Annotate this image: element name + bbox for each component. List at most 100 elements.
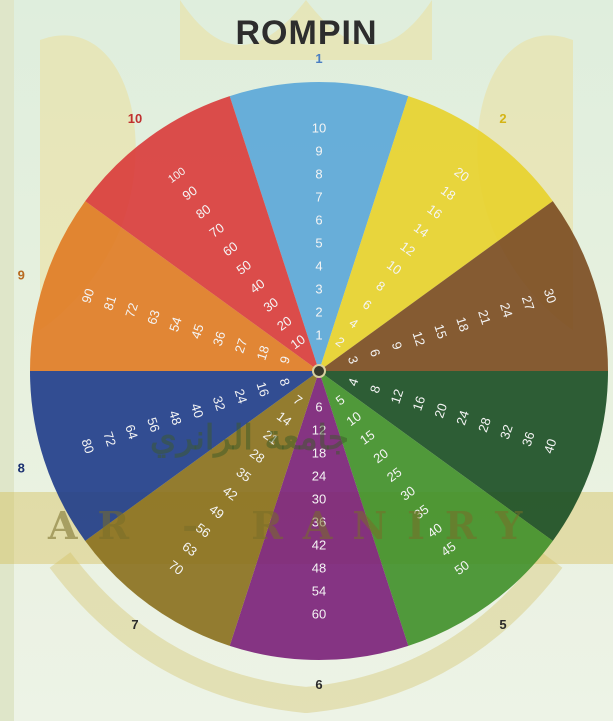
sector-8-value: 80 <box>79 437 98 455</box>
sector-1-value: 2 <box>315 305 322 320</box>
sector-4-value: 4 <box>345 376 362 388</box>
sector-7-value: 56 <box>193 520 214 541</box>
sector-6-value: 12 <box>312 423 326 438</box>
sector-6-value: 6 <box>315 400 322 415</box>
sector-5-value: 10 <box>343 408 364 429</box>
wheel-sector-1 <box>229 81 409 371</box>
sector-9-value: 18 <box>254 344 273 362</box>
sector-10-value: 60 <box>220 238 241 259</box>
sector-7-value: 63 <box>179 539 200 560</box>
sector-7-value: 70 <box>166 557 187 578</box>
sector-1-value: 6 <box>315 213 322 228</box>
sector-10-value: 70 <box>206 220 227 241</box>
sector-3-value: 30 <box>541 287 560 305</box>
sector-8-value: 48 <box>166 409 185 427</box>
sector-2-value: 14 <box>411 220 432 241</box>
sector-1-value: 8 <box>315 167 322 182</box>
sector-1-value: 7 <box>315 190 322 205</box>
sector-2-value: 18 <box>438 183 459 204</box>
sector-9-value: 27 <box>232 337 251 355</box>
sector-label-8: 8 <box>18 461 25 476</box>
sector-4-value: 24 <box>453 409 472 427</box>
sector-10-value: 90 <box>179 183 200 204</box>
watermark-arabic-text: جامعة الرانري <box>150 418 349 458</box>
sector-7-value: 35 <box>234 464 255 485</box>
sector-label-6: 6 <box>315 677 322 692</box>
sector-9-value: 63 <box>144 308 163 326</box>
sector-label-5: 5 <box>499 617 506 632</box>
sector-10-value: 30 <box>261 294 282 315</box>
sector-6-value: 60 <box>312 607 326 622</box>
watermark-latin-text: AR - RANIRY <box>48 503 543 548</box>
sector-4-value: 36 <box>519 430 538 448</box>
sector-3-value: 6 <box>367 347 384 359</box>
sector-label-9: 9 <box>18 267 25 282</box>
sector-3-value: 9 <box>389 340 406 352</box>
sector-6-value: 42 <box>312 538 326 553</box>
sector-9-value: 36 <box>210 329 229 347</box>
sector-1-value: 4 <box>315 259 322 274</box>
sector-label-2: 2 <box>499 111 506 126</box>
sector-4-value: 8 <box>367 383 384 395</box>
sector-6-value: 24 <box>312 469 326 484</box>
sector-10-value: 20 <box>274 313 295 334</box>
wheel-sector-2 <box>319 96 553 372</box>
sector-2-value: 20 <box>452 164 473 185</box>
sector-8-value: 16 <box>254 380 273 398</box>
sector-5-value: 50 <box>452 557 473 578</box>
sector-4-value: 12 <box>388 387 407 405</box>
wheel-sector-5 <box>319 371 553 646</box>
sector-4-value: 28 <box>475 416 494 434</box>
sector-label-10: 10 <box>128 111 142 126</box>
sector-6-value: 30 <box>312 492 326 507</box>
sector-7-value: 28 <box>247 446 268 467</box>
sector-3-value: 3 <box>345 354 362 366</box>
wheel-sector-10 <box>85 96 319 372</box>
sector-5-value: 15 <box>357 427 378 448</box>
sector-9-value: 90 <box>79 287 98 305</box>
sector-8-value: 72 <box>100 430 119 448</box>
sector-10-value: 80 <box>193 201 214 222</box>
sector-7-value: 21 <box>261 427 282 448</box>
sector-6-value: 18 <box>312 446 326 461</box>
sector-1-value: 5 <box>315 236 322 251</box>
sector-6-value: 36 <box>312 515 326 530</box>
wheel-sector-8 <box>30 371 319 541</box>
sector-4-value: 40 <box>541 437 560 455</box>
sector-3-value: 18 <box>453 315 472 333</box>
sector-7-value: 49 <box>206 501 227 522</box>
sector-2-value: 16 <box>425 201 446 222</box>
sector-10-value: 40 <box>247 276 268 297</box>
sector-1-value: 9 <box>315 144 322 159</box>
sector-9-value: 81 <box>100 294 119 312</box>
sector-2-value: 10 <box>384 257 405 278</box>
center-pin <box>312 364 326 378</box>
sector-4-value: 32 <box>497 423 516 441</box>
sector-5-value: 20 <box>370 446 391 467</box>
wheel-sector-6 <box>229 371 409 661</box>
sector-1-value: 1 <box>315 328 322 343</box>
sector-6-value: 48 <box>312 561 326 576</box>
sector-1-value: 10 <box>312 121 326 136</box>
sector-8-value: 32 <box>210 394 229 412</box>
sector-2-value: 12 <box>398 238 419 259</box>
sector-4-value: 16 <box>410 394 429 412</box>
sector-5-value: 25 <box>384 464 405 485</box>
wheel-sector-3 <box>319 201 608 371</box>
sector-3-value: 21 <box>475 308 494 326</box>
wheel-sector-9 <box>30 201 319 371</box>
sector-3-value: 12 <box>410 329 429 347</box>
sector-1-value: 3 <box>315 282 322 297</box>
sector-3-value: 27 <box>519 294 538 312</box>
sector-9-value: 54 <box>166 315 185 333</box>
sector-8-value: 40 <box>188 401 207 419</box>
sector-9-value: 45 <box>188 322 207 340</box>
sector-5-value: 30 <box>398 483 419 504</box>
sector-4-value: 20 <box>431 401 450 419</box>
sector-8-value: 56 <box>144 416 163 434</box>
sector-10-value: 10 <box>288 332 309 353</box>
sector-label-1: 1 <box>315 51 322 66</box>
sector-5-value: 40 <box>425 520 446 541</box>
sector-3-value: 24 <box>497 301 516 319</box>
